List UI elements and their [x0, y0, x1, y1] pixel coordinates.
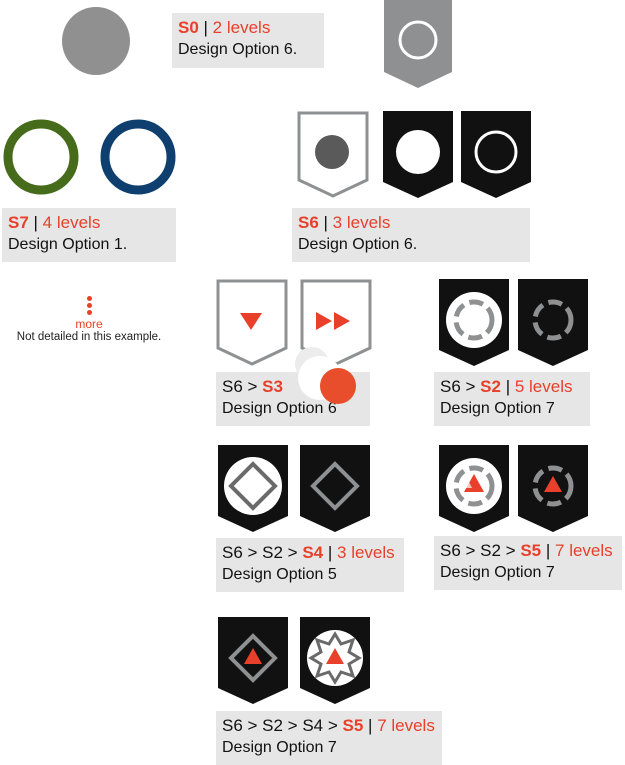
black-shield-grey-dashed-ring-icon	[518, 279, 588, 366]
label-s0: S0 | 2 levels Design Option 6.	[172, 13, 324, 68]
blue-ring-icon	[100, 119, 176, 195]
outline-shield-play-icon	[216, 279, 288, 366]
label-s2: S6 > S2 | 5 levels Design Option 7	[434, 372, 590, 426]
label-s6: S6 | 3 levels Design Option 6.	[292, 208, 530, 262]
outline-shield-fast-forward-icon	[300, 279, 372, 366]
black-shield-diamond-icon	[218, 445, 288, 532]
label-s5a: S6 > S2 > S5 | 7 levels Design Option 7	[434, 536, 622, 590]
black-shield-dashed-ring-icon	[439, 279, 509, 366]
toggle-overlay-icon	[295, 347, 356, 404]
more-dots-icon	[0, 296, 178, 315]
black-shield-diamond-outline-icon	[300, 445, 370, 532]
more-label: more	[75, 317, 103, 331]
black-shield-star-emblem-icon	[300, 617, 370, 704]
black-shield-grey-emblem-icon	[518, 445, 588, 532]
green-ring-icon	[3, 119, 79, 195]
black-shield-ring-icon	[461, 111, 531, 198]
label-s4: S6 > S2 > S4 | 3 levels Design Option 5	[216, 538, 404, 592]
black-shield-circle-icon	[383, 111, 453, 198]
more-indicator: more Not detailed in this example.	[0, 294, 178, 343]
label-s5b: S6 > S2 > S4 > S5 | 7 levels Design Opti…	[216, 711, 442, 765]
outline-shield-circle-icon	[297, 111, 369, 198]
black-shield-emblem-icon	[439, 445, 509, 532]
label-s7: S7 | 4 levels Design Option 1.	[2, 208, 176, 262]
grey-shield-ring-icon	[384, 0, 452, 88]
more-note: Not detailed in this example.	[16, 331, 162, 343]
grey-circle-icon	[62, 7, 130, 75]
black-shield-diamond-emblem-icon	[218, 617, 288, 704]
label-s3: S6 > S3 Design Option 6	[216, 372, 370, 426]
